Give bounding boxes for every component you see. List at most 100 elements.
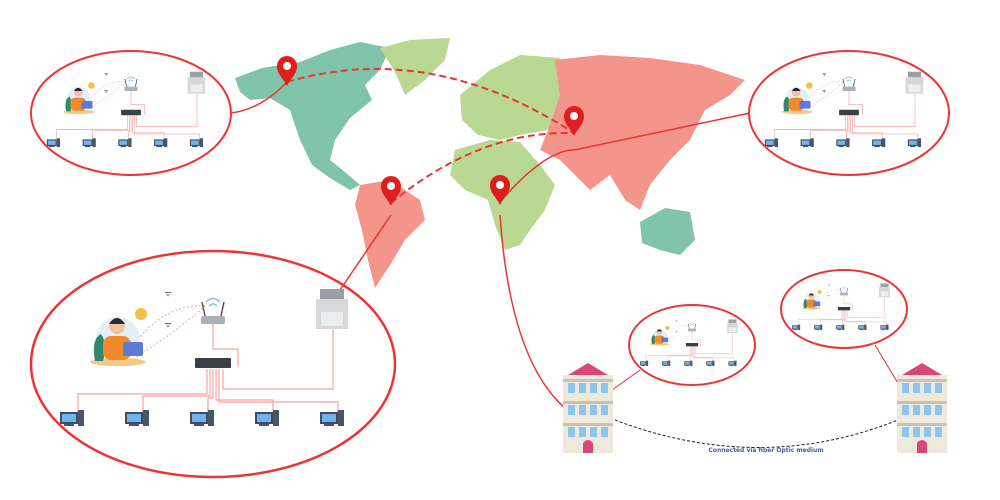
cable — [692, 346, 713, 362]
cable — [774, 115, 847, 140]
desktop-computer-icon — [872, 138, 886, 148]
continent-north-america — [235, 42, 390, 190]
wifi-icon: ᯤ — [822, 72, 826, 77]
cable — [132, 115, 165, 140]
location-pin-asia — [564, 106, 584, 136]
desktop-computer-icon — [858, 324, 867, 331]
lan-cluster-branch-1: ᯤᯤ — [639, 319, 738, 367]
cable — [842, 310, 845, 326]
person-with-laptop-icon — [802, 289, 822, 310]
lan-cluster-south-america: ᯤᯤ — [60, 289, 348, 426]
wifi-icon: ᯤ — [164, 289, 171, 298]
wireless-link — [804, 80, 845, 111]
dashed-link-sa-asia — [390, 131, 575, 204]
desktop-computer-icon — [154, 138, 168, 148]
link-sa-lan — [339, 214, 392, 291]
desktop-computer-icon — [728, 360, 737, 367]
lan-cluster-asia: ᯤᯤ — [764, 71, 924, 148]
desktop-computer-icon — [125, 410, 149, 426]
cable — [130, 90, 146, 115]
office-building-icon — [563, 363, 613, 453]
cable — [850, 115, 883, 140]
wireless-link — [816, 289, 842, 308]
desktop-computer-icon — [320, 410, 344, 426]
printer-icon — [905, 71, 924, 94]
desktop-computer-icon — [60, 410, 84, 426]
cable — [695, 333, 734, 354]
location-pin-north-america — [277, 56, 297, 86]
continent-europe — [460, 55, 560, 140]
printer-icon — [316, 289, 348, 329]
person-with-laptop-icon — [63, 82, 95, 115]
person-with-laptop-icon — [650, 325, 670, 346]
link-na-lan — [229, 81, 288, 114]
desktop-computer-icon — [814, 324, 823, 331]
cable — [92, 115, 130, 140]
printer-icon — [727, 319, 738, 334]
person-with-laptop-icon — [90, 308, 147, 366]
cable — [819, 310, 844, 326]
cable — [136, 93, 198, 128]
desktop-computer-icon — [836, 324, 845, 331]
cable — [667, 346, 692, 362]
link-asia-lan — [573, 112, 751, 151]
desktop-computer-icon — [46, 138, 61, 148]
desktop-computer-icon — [118, 138, 132, 148]
cable — [212, 324, 239, 367]
fiber-caption: Connected via fiber Optic medium — [708, 447, 823, 454]
wifi-icon: ᯤ — [675, 320, 678, 323]
desktop-computer-icon — [684, 360, 693, 367]
desktop-computer-icon — [189, 138, 204, 148]
desktop-computer-icon — [880, 324, 889, 331]
desktop-computer-icon — [639, 360, 649, 367]
continent-south-america — [355, 180, 425, 288]
cable — [693, 346, 735, 362]
wifi-icon: ᯤ — [164, 320, 171, 329]
link-africa-sa — [499, 149, 575, 203]
lan-boundary-north-america — [30, 50, 232, 176]
desktop-computer-icon — [791, 324, 801, 331]
cable — [691, 331, 701, 347]
cable — [207, 369, 214, 412]
fiber-optic-link — [614, 419, 899, 448]
router-icon — [842, 76, 856, 91]
network-switch-icon — [121, 109, 141, 116]
lan-boundary-asia — [748, 50, 950, 176]
desktop-computer-icon — [662, 360, 671, 367]
wifi-icon: ᯤ — [822, 89, 826, 94]
lan-boundary-branch-2 — [780, 269, 908, 349]
cable — [215, 369, 274, 412]
desktop-computer-icon — [706, 360, 715, 367]
printer-icon — [187, 71, 206, 94]
cable — [845, 115, 850, 140]
cable — [127, 115, 132, 140]
cable — [142, 369, 211, 412]
cable — [56, 115, 129, 140]
wifi-icon: ᯤ — [827, 284, 830, 287]
lan-cluster-branch-2: ᯤᯤ — [791, 283, 890, 331]
router-icon — [124, 76, 138, 91]
world-map — [235, 38, 745, 288]
lan-boundary-branch-1 — [628, 304, 756, 386]
cable — [77, 369, 208, 412]
wifi-icon: ᯤ — [104, 89, 108, 94]
printer-icon — [879, 283, 890, 298]
cable — [851, 115, 919, 140]
desktop-computer-icon — [190, 410, 214, 426]
cable — [810, 115, 848, 140]
cable — [847, 297, 886, 318]
desktop-computer-icon — [82, 138, 96, 148]
continent-australia — [640, 208, 695, 255]
cable — [133, 115, 201, 140]
router-icon — [839, 286, 849, 296]
person-with-laptop-icon — [781, 82, 813, 115]
dashed-link-na-asia — [286, 68, 575, 134]
network-switch-icon — [837, 306, 851, 311]
cable — [218, 369, 339, 412]
cable — [797, 310, 843, 326]
location-pin-south-america — [381, 176, 401, 206]
desktop-computer-icon — [836, 138, 850, 148]
router-icon — [201, 297, 225, 324]
